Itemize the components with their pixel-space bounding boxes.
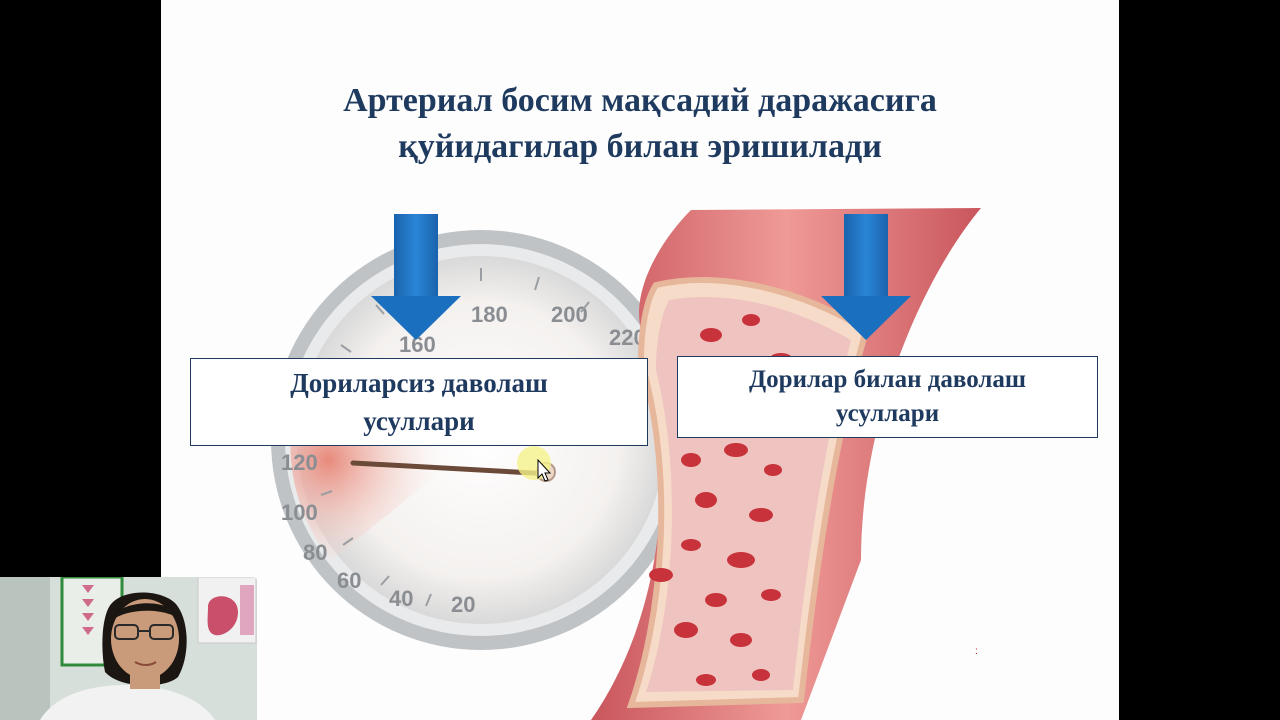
mouse-cursor-icon	[517, 446, 552, 482]
non-drug-treatment-box: Дориларсиз даволаш усуллари	[190, 358, 648, 446]
gauge-tick-200: 200	[551, 302, 588, 327]
small-mark: :	[975, 646, 978, 657]
gauge-tick-20: 20	[451, 592, 475, 617]
slide-title: Артериал босим мақсадий даражасига қуйид…	[161, 78, 1119, 170]
slide-title-line-1: Артериал босим мақсадий даражасига	[343, 82, 937, 119]
non-drug-treatment-line-1: Дориларсиз даволаш	[290, 368, 548, 398]
presentation-slide: 20 40 60 80 100 120 140 160 180 200 220	[161, 0, 1119, 720]
gauge-needle	[350, 460, 554, 477]
gauge-tick-180: 180	[471, 302, 508, 327]
gauge-tick-80: 80	[303, 540, 327, 565]
drug-treatment-line-2: усуллари	[835, 400, 940, 427]
gauge-tick-120: 120	[281, 450, 318, 475]
drug-treatment-line-1: Дорилар билан даволаш	[748, 366, 1027, 393]
drug-treatment-box: Дорилар билан даволаш усуллари	[677, 356, 1098, 438]
down-arrow-icon	[371, 214, 461, 340]
gauge-tick-100: 100	[281, 500, 318, 525]
presenter-webcam-image	[0, 577, 257, 720]
non-drug-treatment-line-2: усуллари	[363, 406, 475, 436]
presenter-webcam	[0, 577, 257, 720]
down-arrow-icon	[821, 214, 911, 340]
gauge-tick-60: 60	[337, 568, 361, 593]
slide-title-line-2: қуйидагилар билан эришилади	[398, 128, 882, 165]
gauge-tick-40: 40	[389, 586, 413, 611]
